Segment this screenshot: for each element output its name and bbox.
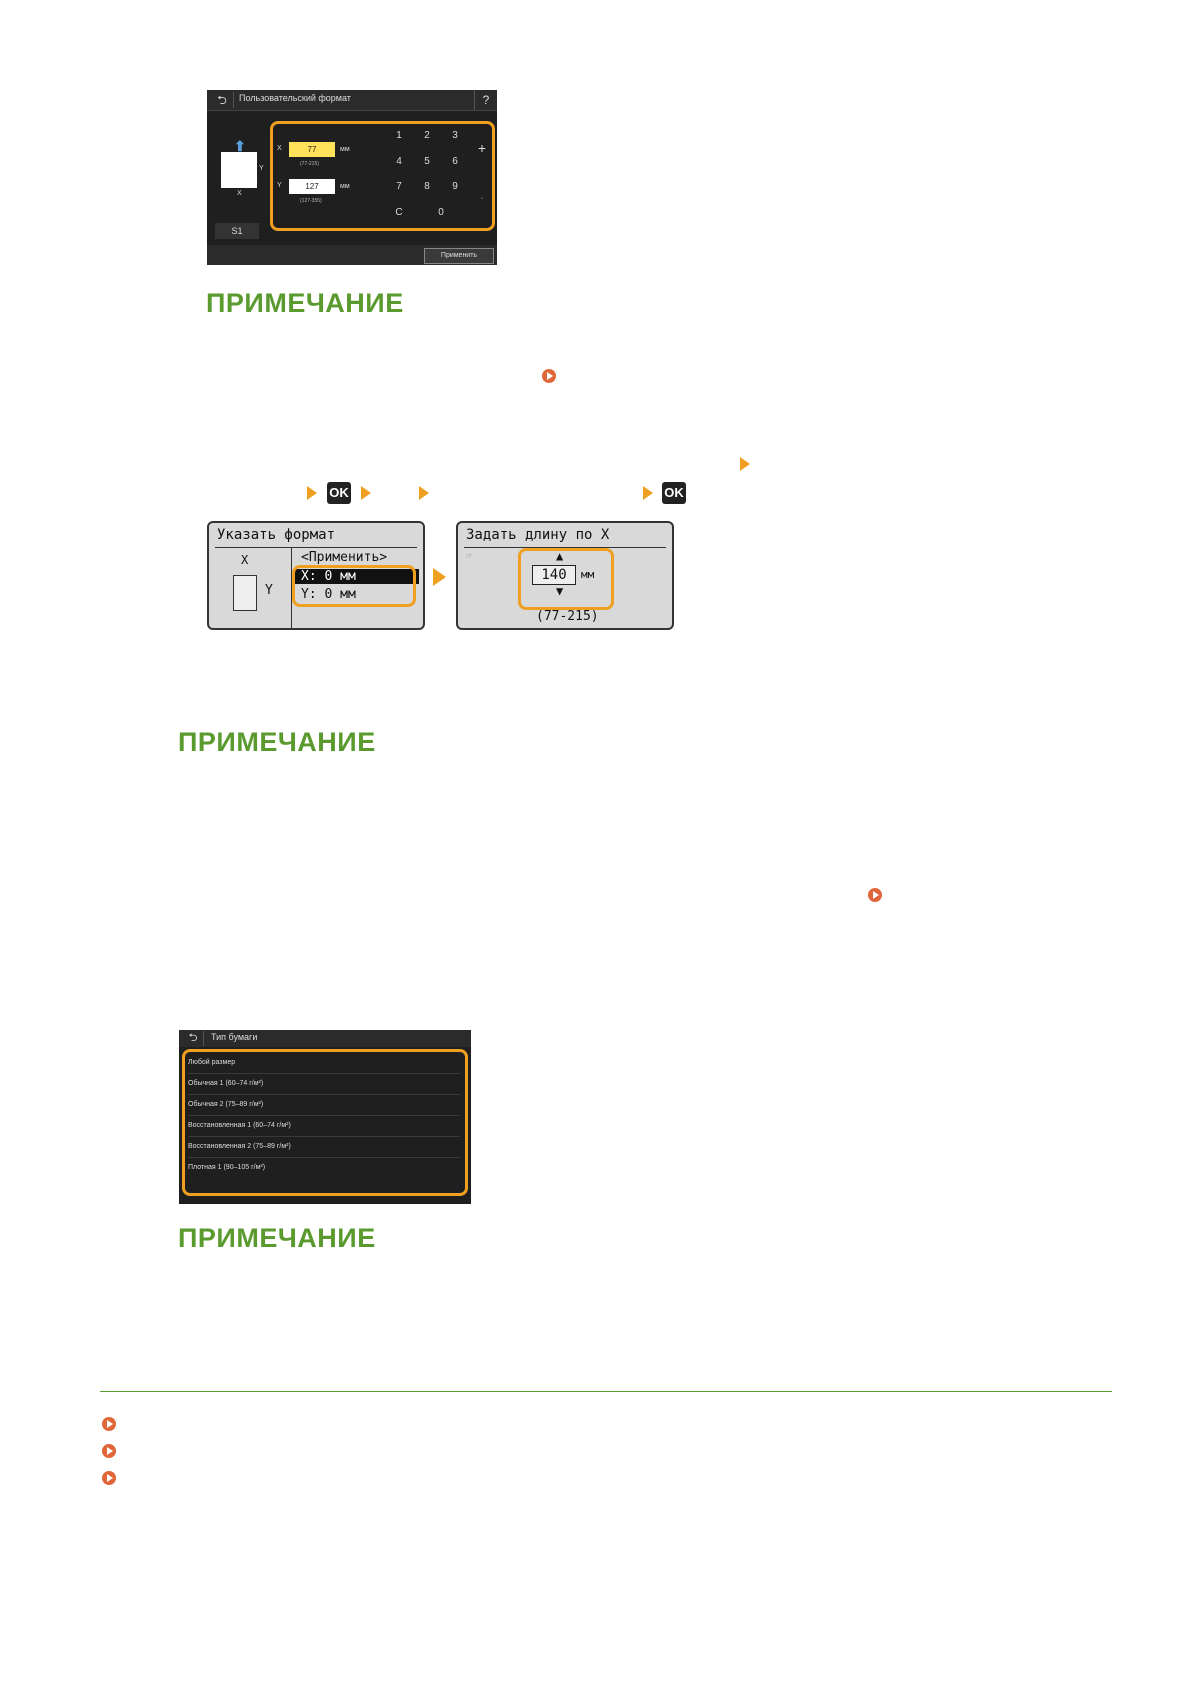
- lcd-vertical-divider: [291, 547, 292, 628]
- paper-type-item[interactable]: Обычная 1 (60–74 г/м²): [188, 1074, 460, 1095]
- lcd-finger-icon: ☞: [466, 551, 473, 562]
- y-value-field[interactable]: 127: [289, 179, 335, 194]
- key-4[interactable]: 4: [396, 156, 402, 167]
- x-value-field[interactable]: 77: [289, 142, 335, 157]
- link-arrow-icon[interactable]: [868, 888, 882, 902]
- lcd-axis-x: X: [241, 553, 249, 567]
- lcd-value-field[interactable]: 140: [532, 565, 576, 585]
- feed-direction-arrow-icon: ⬆: [234, 138, 246, 154]
- lcd-unit: мм: [581, 568, 595, 581]
- decrease-arrow-icon[interactable]: ▼: [556, 584, 564, 598]
- key-6[interactable]: 6: [452, 156, 458, 167]
- list-highlight-frame: [182, 1049, 468, 1196]
- x-range: (77-215): [300, 161, 319, 167]
- step-arrow-icon: [643, 486, 653, 500]
- key-0[interactable]: 0: [438, 207, 444, 218]
- y-unit: мм: [340, 183, 350, 190]
- lcd-set-x-length: Задать длину по X ☞ ▲ 140 мм ▼ (77-215): [456, 521, 674, 630]
- step-arrow-icon: [740, 457, 750, 471]
- step-arrow-icon: [307, 486, 317, 500]
- related-link-icon[interactable]: [102, 1417, 116, 1431]
- paper-illustration: [221, 152, 257, 188]
- key-7[interactable]: 7: [396, 181, 402, 192]
- note-heading-1: ПРИМЕЧАНИЕ: [206, 288, 404, 318]
- help-button[interactable]: ?: [474, 90, 497, 110]
- link-arrow-icon[interactable]: [542, 369, 556, 383]
- return-arrow-icon[interactable]: ⮌: [211, 92, 234, 108]
- paper-type-item[interactable]: Обычная 2 (75–89 г/м²): [188, 1095, 460, 1116]
- y-range: (127-355): [300, 198, 322, 204]
- key-5[interactable]: 5: [424, 156, 430, 167]
- input-highlight-frame: [270, 121, 495, 231]
- paper-type-item[interactable]: Восстановленная 2 (75–89 г/м²): [188, 1137, 460, 1158]
- screen-title: Пользовательский формат: [239, 93, 351, 103]
- lcd-divider: [464, 547, 666, 548]
- lcd-divider: [215, 547, 417, 548]
- paper-type-item[interactable]: Любой размер: [188, 1053, 460, 1074]
- key-3[interactable]: 3: [452, 130, 458, 141]
- screen-title: Тип бумаги: [211, 1032, 258, 1042]
- step-arrow-icon: [419, 486, 429, 500]
- ok-key-icon: OK: [662, 482, 686, 504]
- lcd-apply-item[interactable]: <Применить>: [301, 550, 388, 565]
- key-2[interactable]: 2: [424, 130, 430, 141]
- lcd-title: Указать формат: [217, 527, 336, 543]
- key-plus[interactable]: +: [477, 140, 487, 156]
- lcd-title: Задать длину по X: [466, 527, 610, 543]
- screen-footer: Применить: [207, 245, 497, 265]
- step-arrow-icon: [361, 486, 371, 500]
- key-9[interactable]: 9: [452, 181, 458, 192]
- paper-type-item[interactable]: Восстановленная 1 (60–74 г/м²): [188, 1116, 460, 1137]
- key-clear[interactable]: C: [395, 207, 403, 218]
- screen-header: ⮌ Тип бумаги: [179, 1030, 471, 1047]
- note-heading-2: ПРИМЕЧАНИЕ: [178, 727, 376, 757]
- increase-arrow-icon[interactable]: ▲: [556, 549, 564, 563]
- lcd-paper-icon: [233, 575, 257, 611]
- ok-key-icon: OK: [327, 482, 351, 504]
- paper-axis-x: X: [237, 190, 242, 197]
- related-link-icon[interactable]: [102, 1471, 116, 1485]
- paper-type-screen: ⮌ Тип бумаги Любой размер Обычная 1 (60–…: [179, 1030, 471, 1204]
- lcd-highlight-frame: [518, 548, 614, 610]
- screen-header: ⮌ Пользовательский формат ?: [207, 90, 497, 111]
- step-arrow-icon: [433, 568, 446, 586]
- x-label: X: [277, 145, 282, 152]
- related-link-icon[interactable]: [102, 1444, 116, 1458]
- lcd-axis-y: Y: [265, 583, 273, 598]
- lcd-highlight-frame: [292, 565, 416, 607]
- s1-button[interactable]: S1: [215, 223, 259, 239]
- note-heading-3: ПРИМЕЧАНИЕ: [178, 1223, 376, 1253]
- key-1[interactable]: 1: [396, 130, 402, 141]
- key-8[interactable]: 8: [424, 181, 430, 192]
- lcd-specify-size: Указать формат X Y <Применить> X: 0 мм Y…: [207, 521, 425, 630]
- lcd-range: (77-215): [536, 609, 599, 624]
- y-label: Y: [277, 182, 282, 189]
- lcd-x-row[interactable]: X: 0 мм: [295, 569, 419, 584]
- return-arrow-icon[interactable]: ⮌: [183, 1031, 204, 1046]
- section-divider: [100, 1391, 1112, 1392]
- x-unit: мм: [340, 146, 350, 153]
- custom-size-screen: ⮌ Пользовательский формат ? ⬆ Y X S1 X 7…: [207, 90, 497, 265]
- key-minus[interactable]: -: [480, 193, 484, 204]
- lcd-y-row[interactable]: Y: 0 мм: [301, 587, 356, 602]
- paper-type-item[interactable]: Плотная 1 (90–105 г/м²): [188, 1164, 266, 1171]
- paper-axis-y: Y: [259, 165, 264, 172]
- apply-button[interactable]: Применить: [424, 248, 494, 264]
